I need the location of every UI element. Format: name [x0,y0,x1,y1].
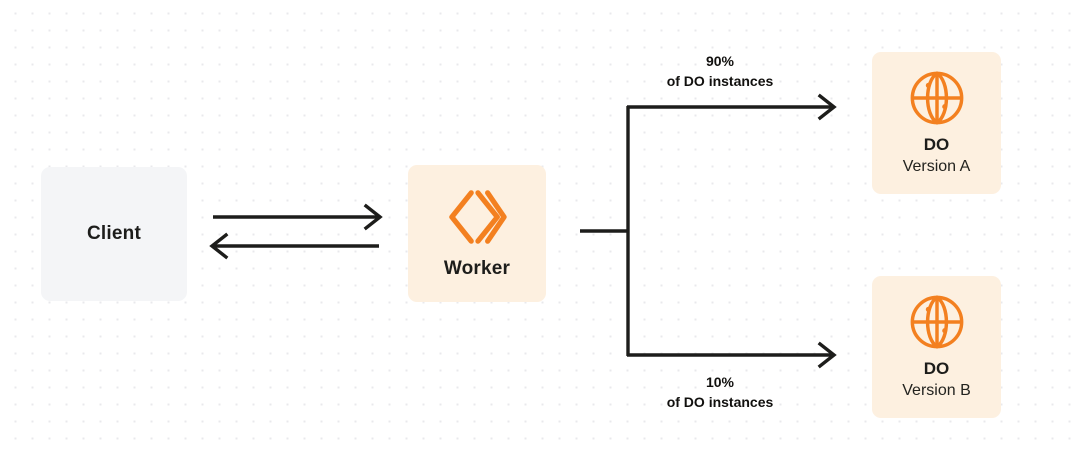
edge-label-bottom-caption: of DO instances [666,393,774,410]
node-worker: Worker [408,165,546,302]
node-client: Client [41,167,187,301]
node-do-b-subtitle: Version B [902,382,971,400]
edge-label-top-percent: 90% [705,53,735,69]
cloudflare-workers-icon [446,188,508,246]
node-client-label: Client [87,223,141,245]
arrow-worker-to-do-b [627,341,837,369]
node-do-version-b: DO Version B [872,276,1001,418]
edge-label-bottom: 10% of DO instances [600,373,840,413]
arrow-worker-to-client [209,232,379,260]
node-worker-label: Worker [443,257,511,279]
node-do-version-a: DO Version A [872,52,1001,194]
node-do-b-title: DO [923,358,950,378]
globe-icon [908,293,966,359]
node-do-a-subtitle: Version A [902,158,971,176]
node-do-a-title: DO [923,134,950,154]
edge-label-top-caption: of DO instances [666,72,774,89]
edge-label-bottom-percent: 10% [705,374,735,390]
globe-icon [908,69,966,135]
arrow-client-to-worker [213,203,383,231]
arrow-worker-to-do-a [627,93,837,121]
edge-label-top: 90% of DO instances [600,52,840,92]
